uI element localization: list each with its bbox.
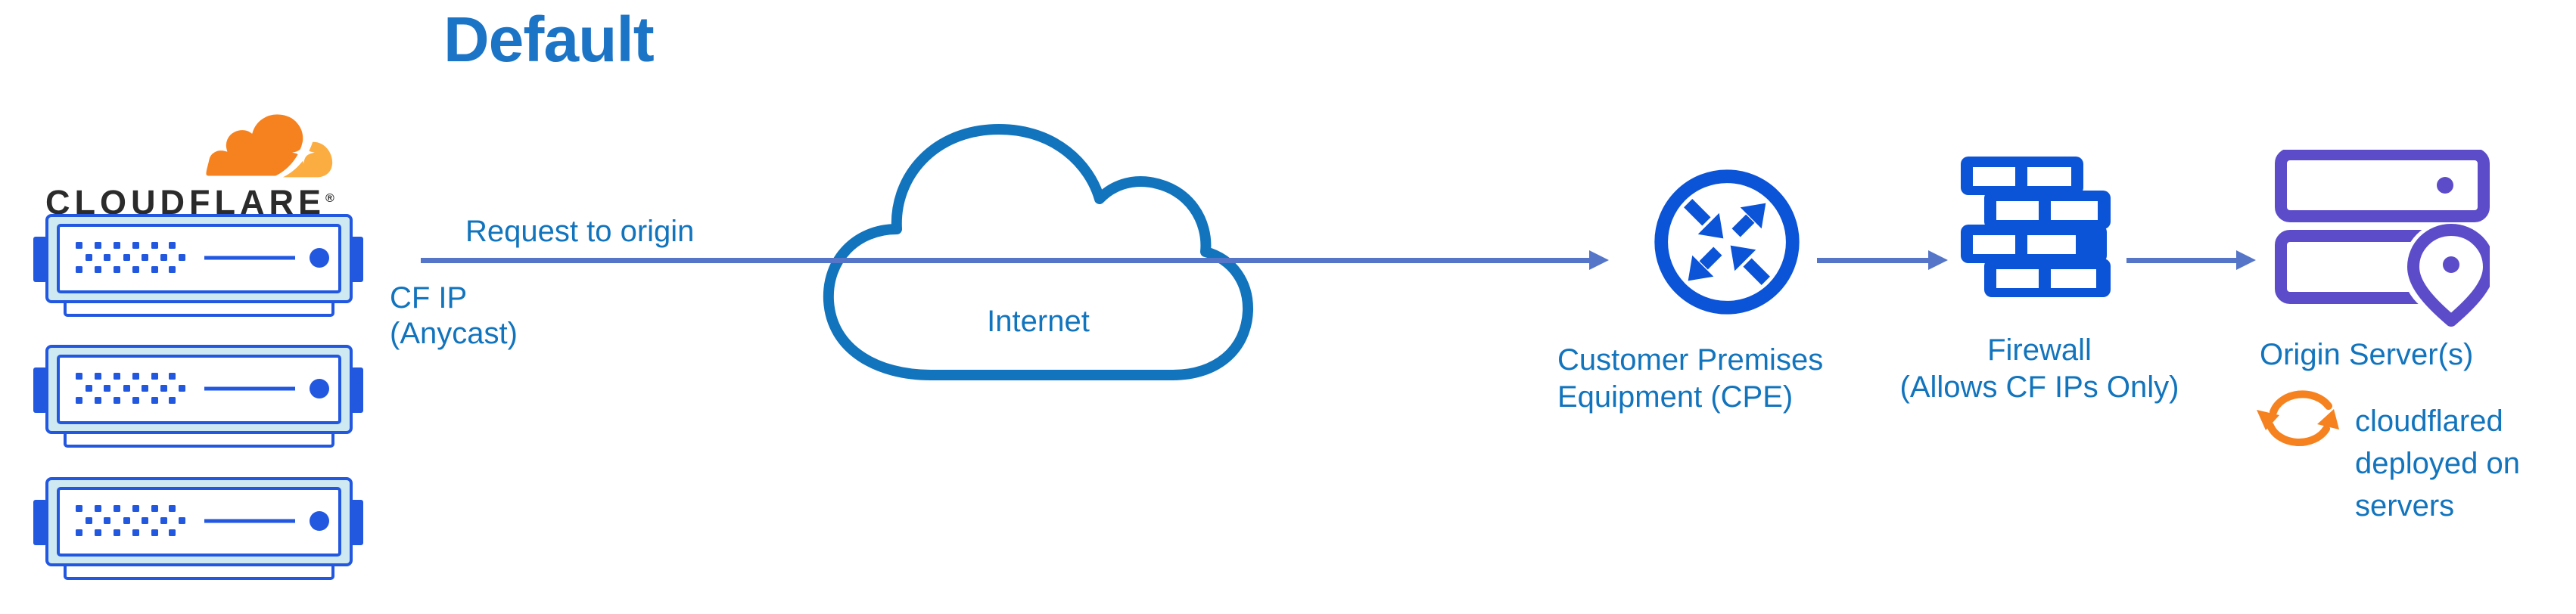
internet-cloud-icon <box>823 124 1254 380</box>
cloudflared-sync-icon <box>2257 390 2339 447</box>
registered-mark: ® <box>325 192 334 205</box>
cpe-label: Customer Premises Equipment (CPE) <box>1557 343 1824 414</box>
cloudflare-logo-icon <box>203 111 333 179</box>
origin-server-box-top <box>2275 150 2490 222</box>
request-arrow-line <box>421 258 1589 263</box>
origin-servers-icon <box>2275 150 2490 327</box>
cpe-to-firewall-arrow-line <box>1817 258 1928 263</box>
server-vent-dots <box>76 242 185 273</box>
edge-server-icon <box>33 214 363 317</box>
logo-spark-icon <box>292 141 315 164</box>
cpe-to-firewall-arrow-head <box>1928 250 1948 270</box>
page-title: Default <box>443 4 655 75</box>
firewall-to-origin-arrow-head <box>2236 250 2256 270</box>
server-vent-dots <box>76 505 185 536</box>
firewall-to-origin-arrow-line <box>2126 258 2236 263</box>
request-to-origin-label: Request to origin <box>465 215 695 248</box>
cloudflared-note-label: cloudflared deployed on servers <box>2355 405 2520 523</box>
internet-label: Internet <box>987 305 1090 338</box>
server-vent-dots <box>76 373 185 404</box>
request-arrow-head <box>1589 250 1609 270</box>
edge-server-icon <box>33 477 363 580</box>
cf-ip-anycast-label: CF IP (Anycast) <box>390 281 518 350</box>
firewall-label: Firewall (Allows CF IPs Only) <box>1899 333 2179 404</box>
cpe-router-icon <box>1654 169 1800 315</box>
origin-servers-label: Origin Server(s) <box>2260 338 2474 371</box>
firewall-icon <box>1961 157 2111 297</box>
location-pin-icon <box>2407 224 2490 327</box>
edge-server-icon <box>33 345 363 448</box>
